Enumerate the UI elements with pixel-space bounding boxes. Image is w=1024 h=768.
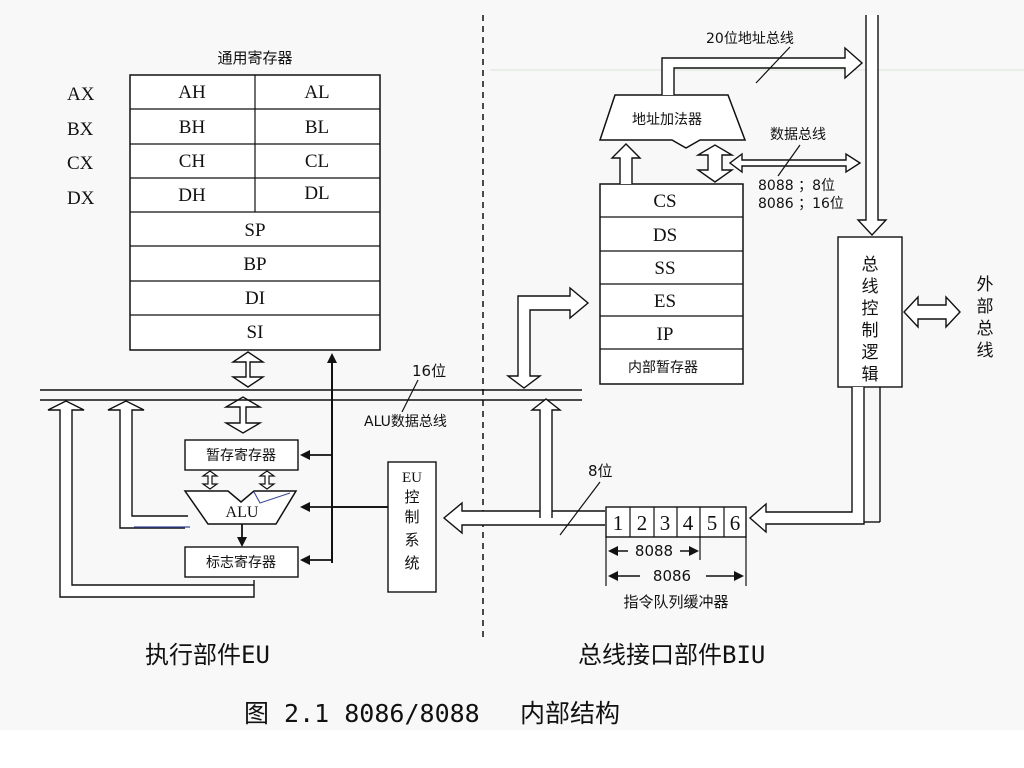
temp-to-alu-right-arrow [258, 470, 276, 490]
data-bus-width-8088: 8088 ；8位 [758, 178, 835, 194]
alu-data-bus [40, 389, 582, 401]
seg-es: ES [654, 291, 676, 312]
reg-sp: SP [244, 220, 265, 241]
reg-dl: DL [304, 183, 329, 204]
address-bus-label: 20位地址总线 [706, 31, 794, 47]
seg-ds: DS [653, 225, 677, 246]
external-bus-c2: 部 [977, 297, 994, 317]
segment-register-block [599, 183, 744, 385]
bus-control-c4: 制 [862, 321, 879, 341]
bus-control-logic-box [837, 236, 903, 388]
flags-register-label: 标志寄存器 [206, 554, 276, 571]
address-adder-shape [598, 94, 747, 149]
seg-ip: IP [657, 324, 674, 345]
bus-control-to-queue-arrow [748, 387, 865, 534]
temp-register-label: 暂存寄存器 [206, 447, 276, 464]
alu-trapezoid [183, 490, 298, 525]
flags-register-box [184, 546, 299, 578]
biu-unit-label: 总线接口部件BIU [578, 641, 765, 669]
reg-dh: DH [178, 185, 206, 206]
bus-control-c1: 总 [862, 255, 879, 275]
queue-width-tick [559, 481, 601, 536]
address-bus-tick [755, 46, 791, 84]
bus-to-segment-arrow [505, 286, 590, 389]
bus-to-temp-arrow [223, 396, 263, 434]
queue-8086-label: 8086 [653, 567, 691, 585]
eu-control-c4: 统 [404, 554, 419, 572]
queue-to-eu-control-arrow [442, 501, 605, 535]
bus-control-c6: 辑 [862, 365, 879, 385]
queue-to-bus-path [529, 398, 563, 518]
queue-cell-2: 2 [637, 511, 648, 535]
external-bus-c1: 外 [977, 275, 994, 295]
eu-control-c3: 系 [404, 531, 419, 549]
queue-cell-1: 1 [613, 511, 624, 535]
gp-to-bus-arrow [230, 351, 266, 388]
queue-width-label: 8位 [588, 462, 613, 480]
reg-name-cx: CX [67, 153, 94, 174]
external-bus-c4: 线 [977, 341, 994, 361]
data-bus-horizontal-arrow [728, 152, 862, 174]
alu-label: ALU [226, 504, 259, 521]
alu-return-path [107, 400, 188, 529]
data-bus-width-8086: 8086 ；16位 [758, 196, 844, 212]
alu-bus-width-tick [401, 379, 419, 413]
temp-to-alu-left-arrow [201, 470, 219, 490]
instruction-queue [605, 506, 747, 538]
gp-register-block [129, 74, 381, 351]
alu-bus-width-label: 16位 [412, 362, 446, 380]
reg-bh: BH [179, 117, 206, 138]
temp-register-box [184, 439, 299, 471]
data-bus-label: 数据总线 [770, 127, 826, 143]
data-bus-tick [777, 144, 801, 177]
eu-unit-label: 执行部件EU [145, 641, 270, 669]
alu-blue-edge [253, 491, 291, 504]
seg-ss: SS [654, 258, 675, 279]
address-adder-label: 地址加法器 [632, 112, 702, 128]
reg-name-dx: DX [67, 188, 95, 209]
external-bus-arrow [903, 295, 961, 329]
figure-title: 内部结构 [520, 699, 620, 728]
queue-cell-6: 6 [730, 511, 741, 535]
reg-bp: BP [243, 254, 266, 275]
reg-bl: BL [305, 117, 329, 138]
queue-cell-5: 5 [707, 511, 718, 535]
internal-temp-label: 内部暂存器 [628, 360, 698, 376]
queue-8088-label: 8088 [635, 542, 673, 560]
eu-control-box [387, 461, 437, 593]
reg-name-bx: BX [67, 119, 94, 140]
segment-to-adder-arrow [610, 143, 642, 184]
eu-control-c2: 制 [404, 508, 419, 526]
external-bus-c3: 总 [977, 319, 994, 339]
queue-cell-3: 3 [660, 511, 671, 535]
gp-registers-title: 通用寄存器 [217, 49, 292, 67]
bus-control-c3: 控 [862, 299, 879, 319]
address-bus-arrow [661, 46, 864, 95]
segment-databus-vertical-arrow [695, 144, 735, 183]
eu-control-c1: 控 [404, 488, 419, 506]
queue-cell-4: 4 [683, 511, 694, 535]
eu-control-eu: EU [402, 470, 422, 486]
flags-return-path [47, 400, 255, 598]
reg-al: AL [304, 82, 329, 103]
reg-ah: AH [178, 82, 206, 103]
figure-number: 图 2.1 8086/8088 [244, 699, 480, 728]
reg-cl: CL [305, 151, 329, 172]
seg-cs: CS [653, 191, 676, 212]
instruction-queue-label: 指令队列缓冲器 [623, 593, 728, 611]
main-bus-down-arrow [856, 15, 888, 237]
reg-si: SI [247, 322, 264, 343]
reg-ch: CH [179, 151, 206, 172]
reg-di: DI [245, 288, 265, 309]
reg-name-ax: AX [67, 84, 95, 105]
bus-control-c5: 逻 [862, 343, 879, 363]
alu-bus-label: ALU数据总线 [364, 414, 447, 430]
bus-control-c2: 线 [862, 277, 879, 297]
